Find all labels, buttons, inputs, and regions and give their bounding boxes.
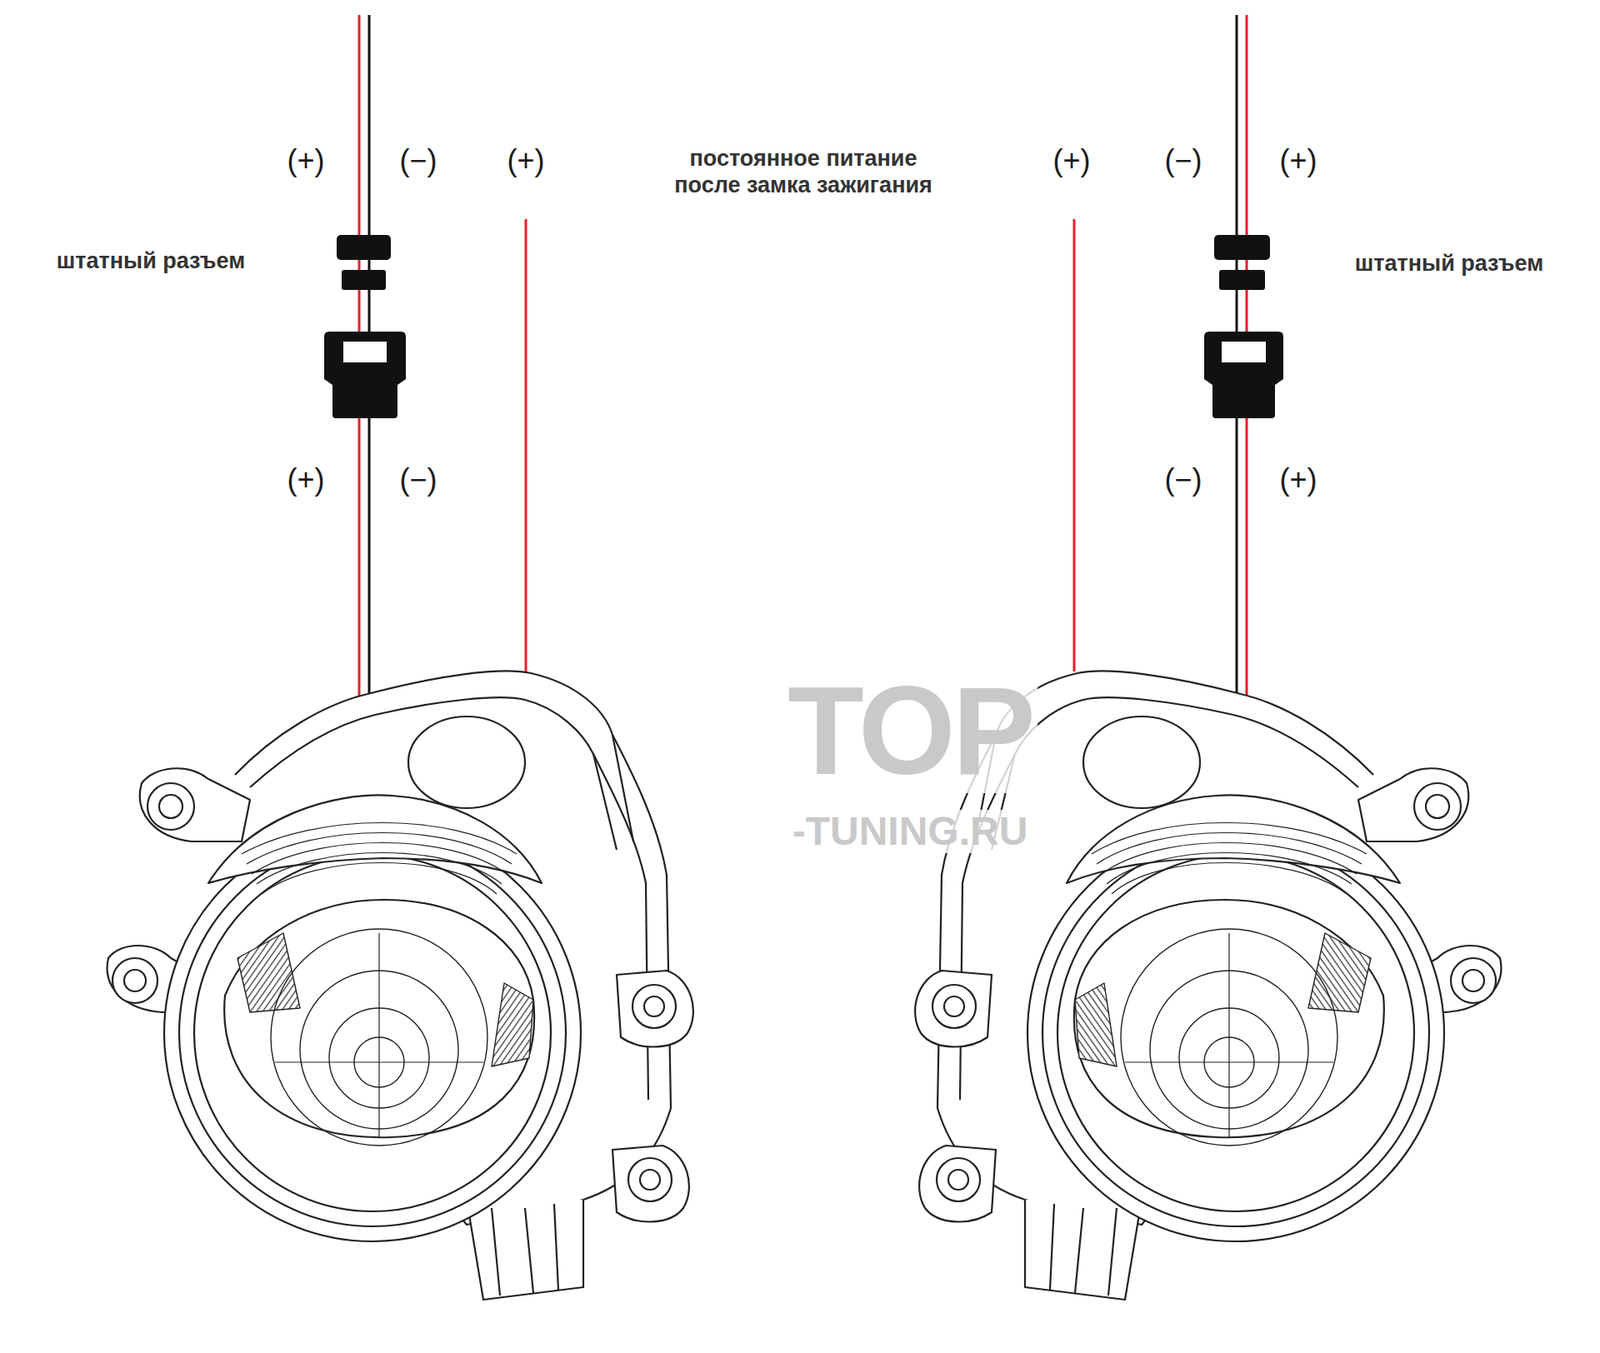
polarity-label: (+) [1053, 142, 1091, 179]
polarity-label: (+) [287, 461, 325, 498]
polarity-label: (+) [1280, 461, 1318, 498]
polarity-label: (−) [1165, 461, 1203, 498]
polarity-label: (−) [400, 142, 438, 179]
ignition-wire [1073, 219, 1076, 672]
connector-label: штатный разъем [1355, 250, 1544, 277]
polarity-label: (+) [507, 142, 545, 179]
stock-connector [324, 235, 406, 419]
polarity-label: (+) [287, 142, 325, 179]
polarity-label: (−) [400, 461, 438, 498]
watermark: -TUNING.RU [787, 810, 1034, 854]
fog-lamp [107, 671, 694, 1300]
stock-connector [1204, 235, 1284, 419]
polarity-label: (−) [1165, 142, 1203, 179]
polarity-label: (+) [1280, 142, 1318, 179]
watermark: TOP [782, 668, 1038, 794]
power-note: постоянное питание после замка зажигания [657, 145, 950, 200]
connector-label: штатный разъем [56, 247, 245, 275]
ignition-wire [525, 219, 528, 672]
